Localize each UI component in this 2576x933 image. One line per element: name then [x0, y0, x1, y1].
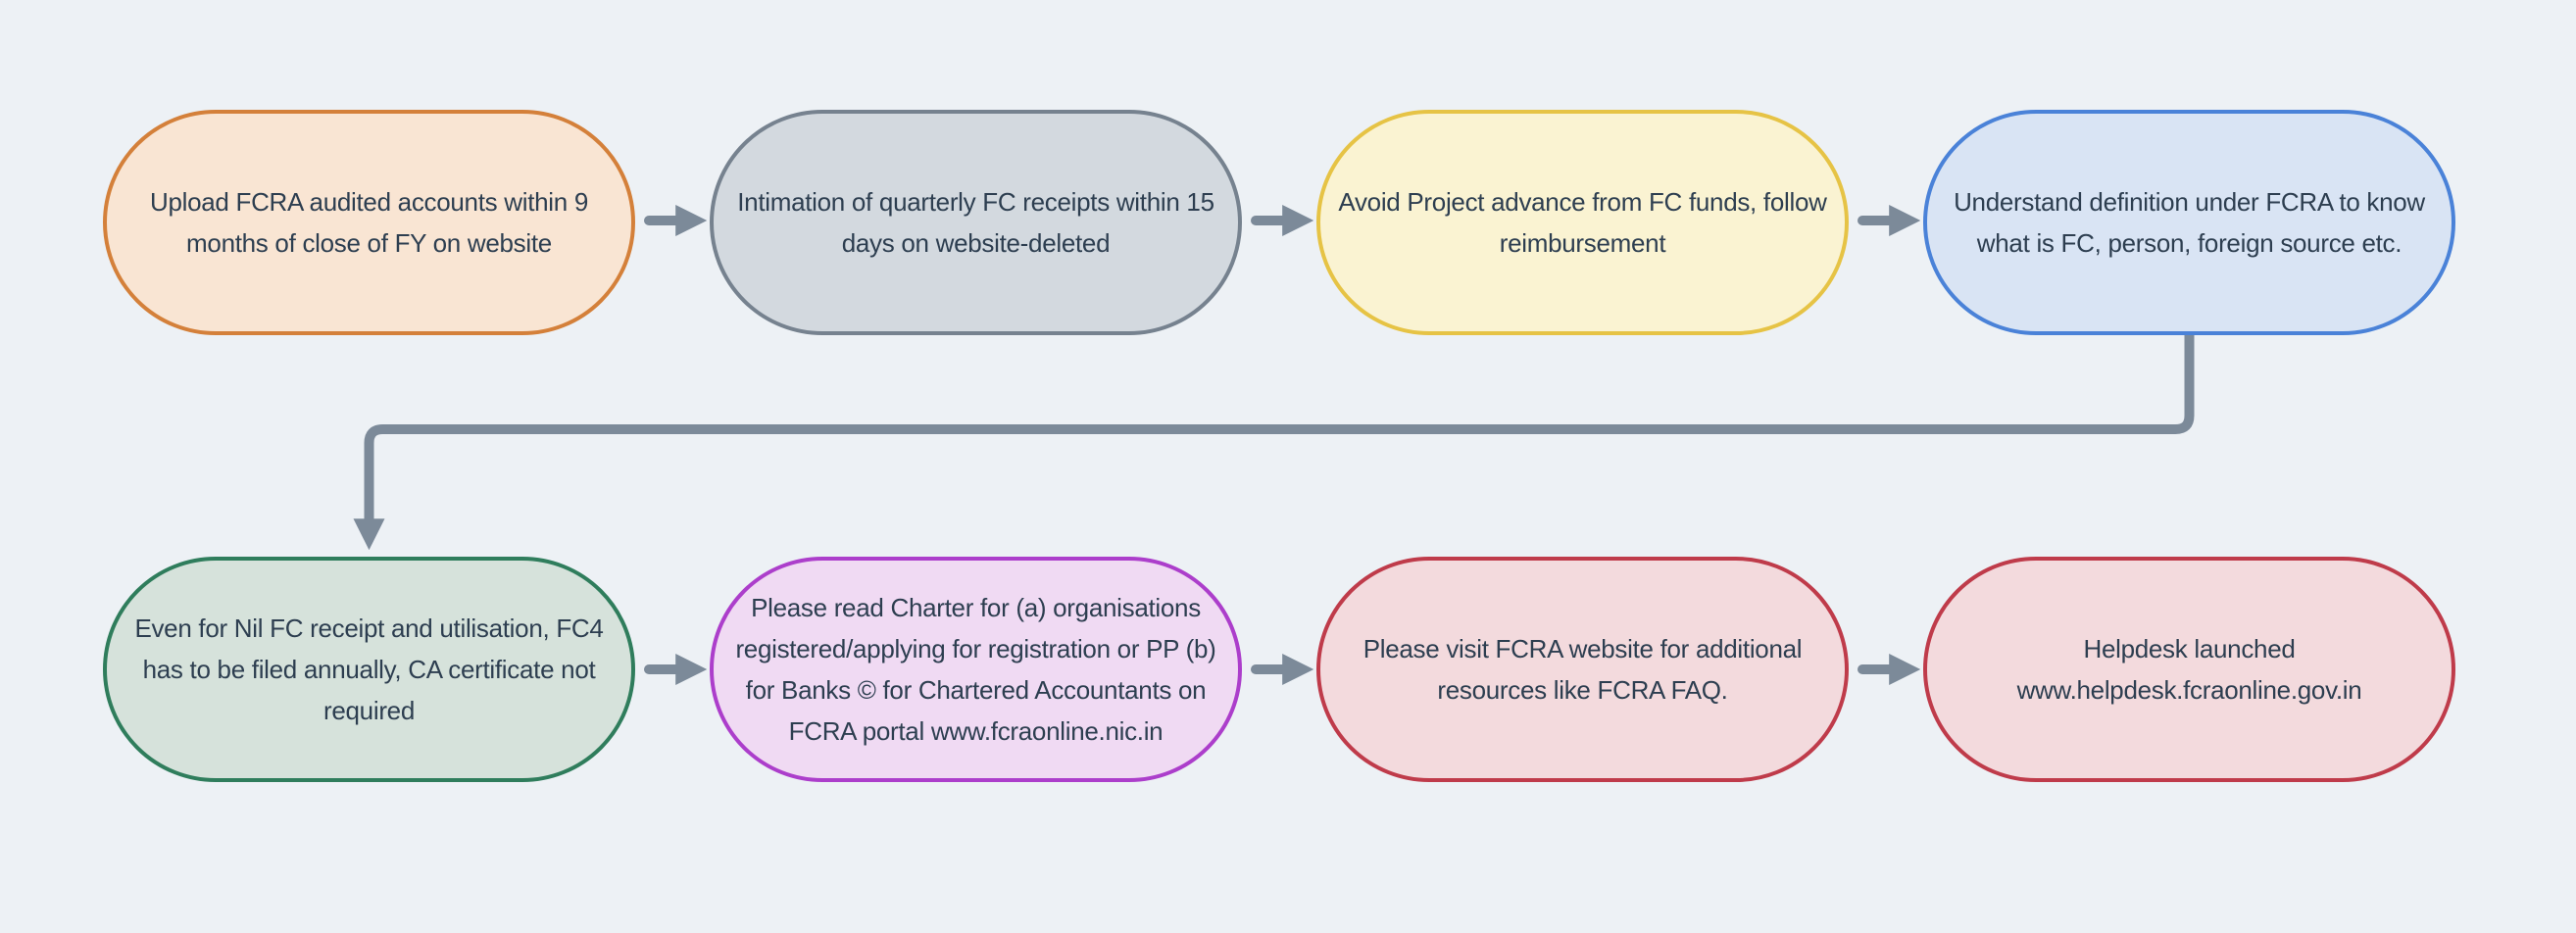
node-upload-accounts: Upload FCRA audited accounts within 9 mo…: [103, 110, 635, 335]
node-quarterly-intimation: Intimation of quarterly FC receipts with…: [710, 110, 1242, 335]
node-helpdesk-label: Helpdesk launched www.helpdesk.fcraonlin…: [2016, 633, 2362, 705]
node-helpdesk: Helpdesk launched www.helpdesk.fcraonlin…: [1923, 557, 2455, 782]
node-read-charter: Please read Charter for (a) organisation…: [710, 557, 1242, 782]
node-nil-fc4-filing: Even for Nil FC receipt and utilisation,…: [103, 557, 635, 782]
node-read-charter-label: Please read Charter for (a) organisation…: [735, 592, 1216, 747]
arrow-definition-to-nil-elbow: [353, 330, 2195, 551]
node-avoid-advance: Avoid Project advance from FC funds, fol…: [1316, 110, 1849, 335]
node-fcra-definition: Understand definition under FCRA to know…: [1923, 110, 2455, 335]
node-nil-fc4-filing-label: Even for Nil FC receipt and utilisation,…: [134, 613, 604, 726]
node-fcra-definition-label: Understand definition under FCRA to know…: [1954, 186, 2425, 258]
node-fcra-website-resources-label: Please visit FCRA website for additional…: [1362, 633, 1803, 705]
node-fcra-website-resources: Please visit FCRA website for additional…: [1316, 557, 1849, 782]
node-upload-accounts-label: Upload FCRA audited accounts within 9 mo…: [149, 186, 589, 258]
node-quarterly-intimation-label: Intimation of quarterly FC receipts with…: [737, 186, 1214, 258]
node-avoid-advance-label: Avoid Project advance from FC funds, fol…: [1338, 186, 1827, 258]
